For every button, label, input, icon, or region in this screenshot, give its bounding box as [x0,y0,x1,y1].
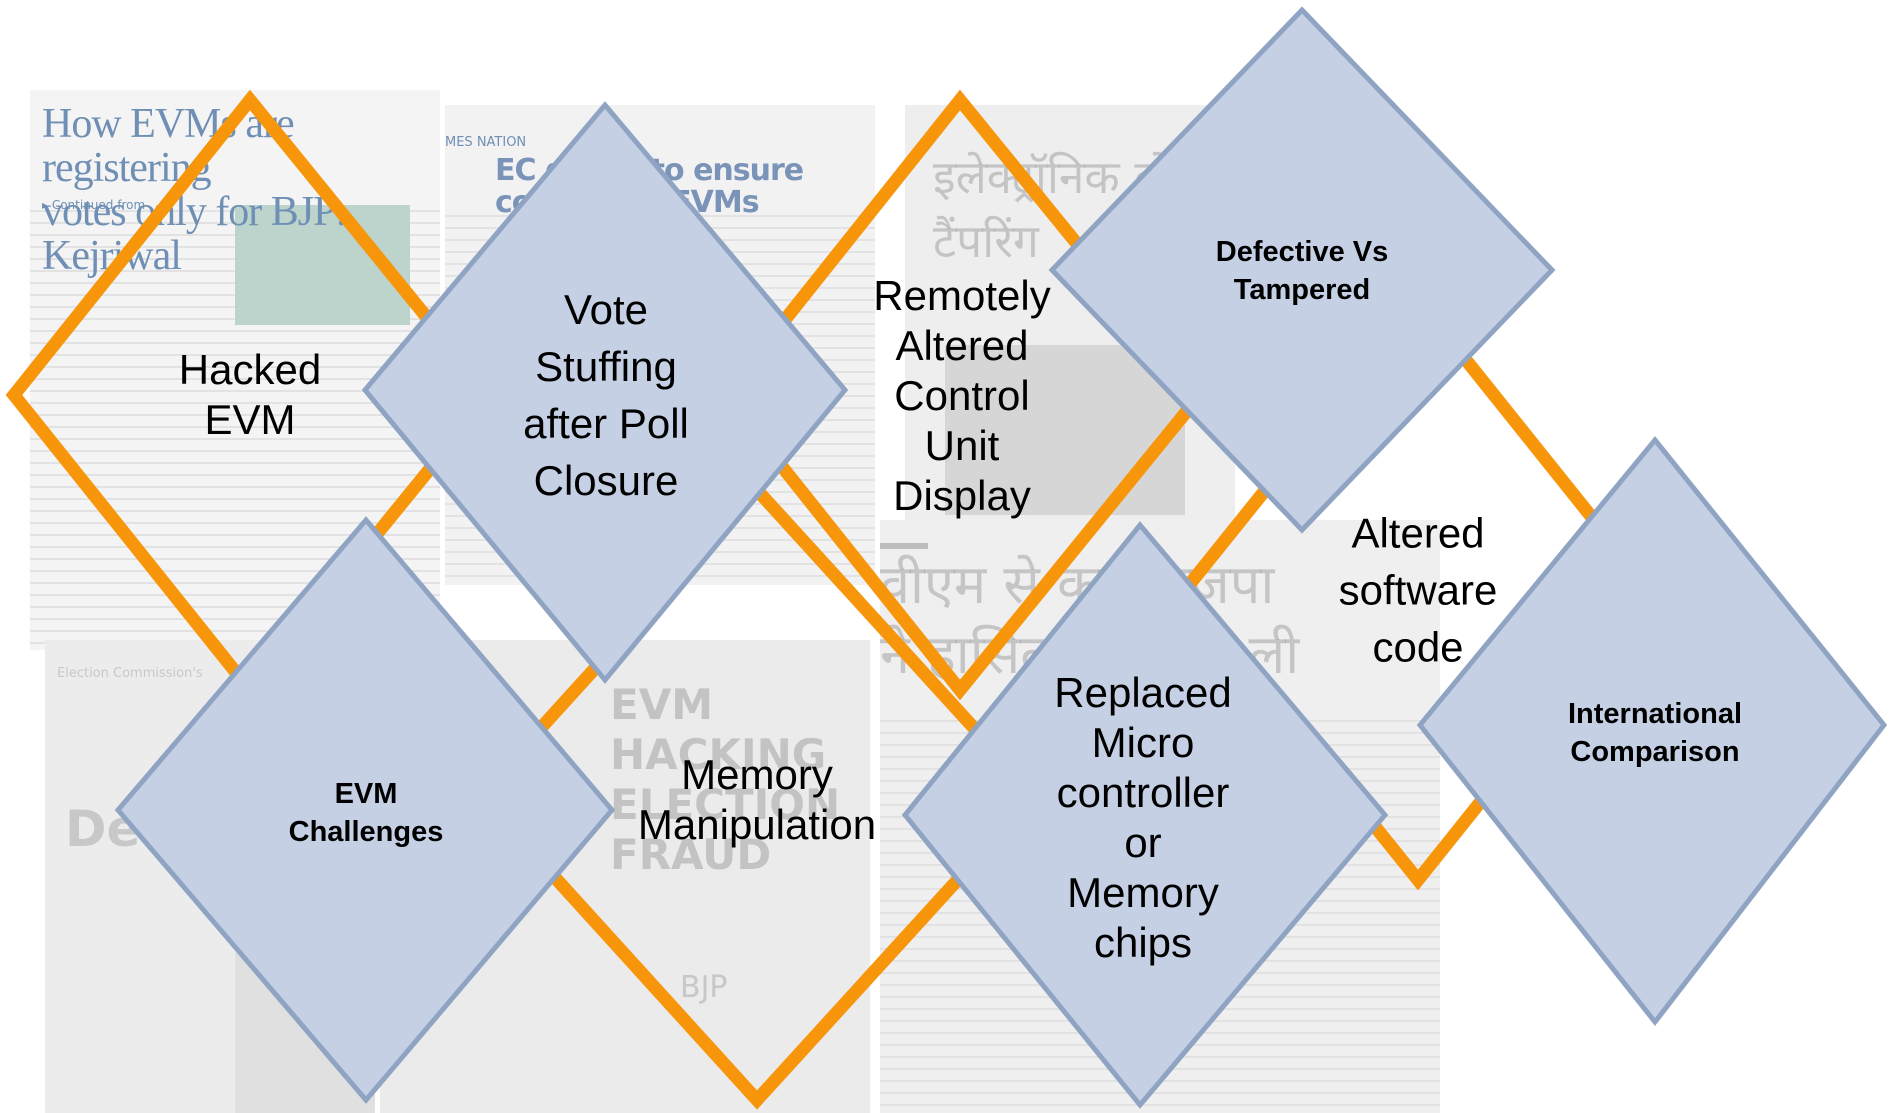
blue-diamond-replaced-micro [901,521,1389,1109]
orange-diamond-memory-manipulation [471,480,1044,1110]
blue-diamond-international-comparison [1416,436,1888,1027]
label-replaced-micro: Replaced Micro controller or Memory chip… [1054,669,1232,966]
label-vote-stuffing: Vote Stuffing after Poll Closure [523,286,689,504]
clipping-subline: ▸ Continued from [42,198,146,212]
clipping-bjp: BJP [680,970,728,1005]
blue-diamond-defective-vs-tampered [1048,6,1556,534]
blue-diamond-vote-stuffing [361,101,849,684]
blue-diamond-evm-challenges [114,516,616,1104]
dash-mark [880,543,928,549]
clipping-headline: How EVMs are registering votes only for … [42,101,347,279]
label-evm-challenges: EVM Challenges [288,778,444,848]
clipping-section: MES NATION [445,135,527,150]
label-international-comparison: International Comparison [1567,698,1743,768]
label-remotely-altered: Remotely Altered Control Unit Display [873,272,1051,519]
orange-diamond-altered-software [1176,289,1659,891]
clipping-evm-hacking: EVM HACKING ELECTION FRAUD [610,680,841,879]
label-hacked-evm: Hacked EVM [178,346,322,443]
label-altered-software: Altered software code [1338,509,1498,671]
label-memory-manipulation: Memory Manipulation [637,751,877,848]
clipping-heading: Election Commission's [57,666,203,681]
label-defective-vs-tampered: Defective Vs Tampered [1215,236,1389,306]
